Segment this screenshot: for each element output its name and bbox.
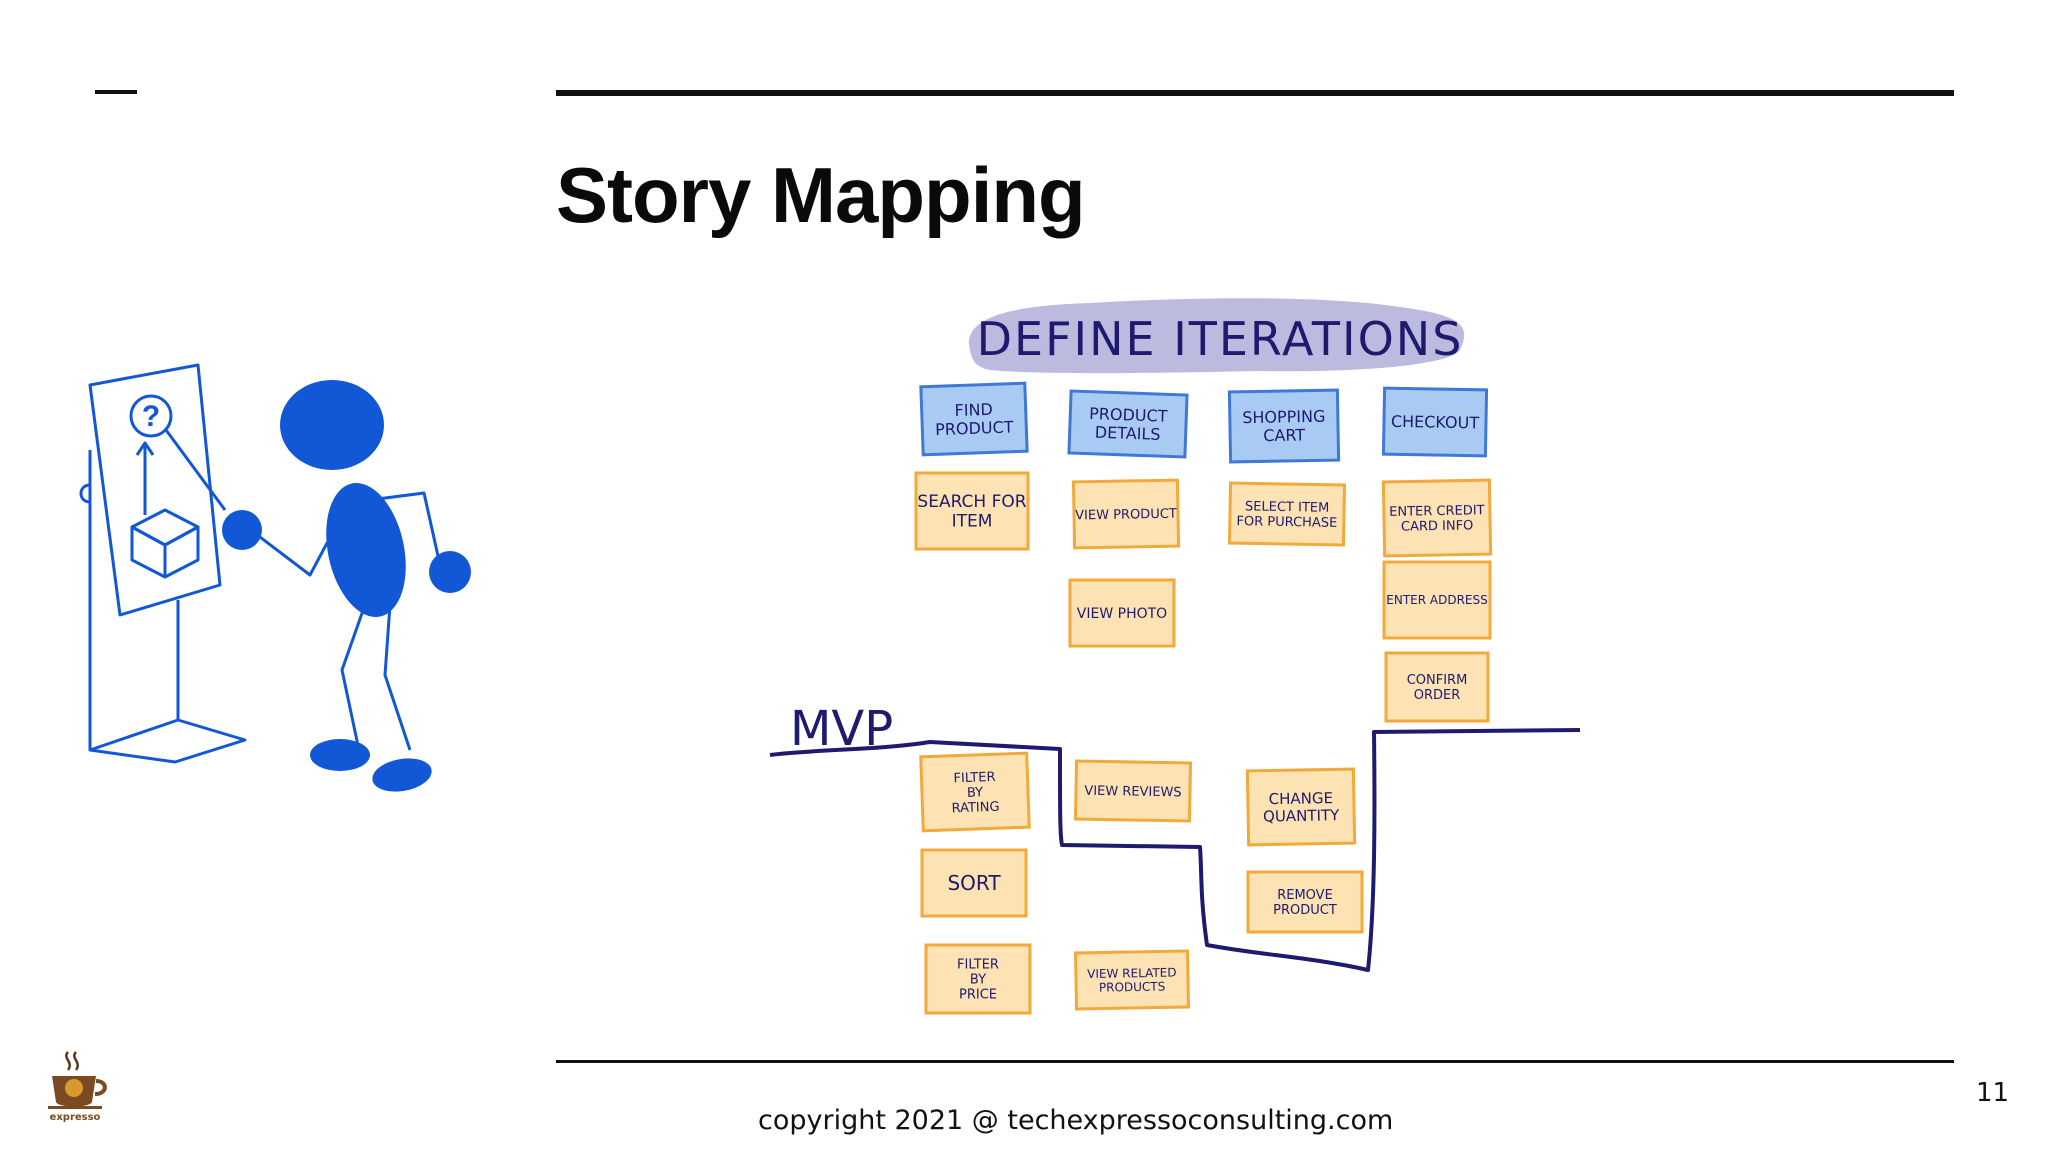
card-text: SORT <box>947 871 1001 895</box>
story-card: ENTER ADDRESS <box>1382 560 1492 640</box>
story-card: VIEW REVIEWS <box>1073 759 1193 823</box>
card-text: REMOVE <box>1277 888 1333 903</box>
activity-card: CHECKOUT <box>1381 386 1489 458</box>
card-text: CHECKOUT <box>1391 412 1480 433</box>
card-text: SELECT ITEM <box>1245 499 1330 515</box>
card-text: SHOPPING <box>1242 407 1325 427</box>
card-text: ENTER ADDRESS <box>1386 593 1487 607</box>
question-mark: ? <box>142 400 160 433</box>
copyright-text: copyright 2021 @ techexpressoconsulting.… <box>758 1105 1394 1136</box>
top-rule <box>556 90 1954 96</box>
story-map: DEFINE ITERATIONS FINDPRODUCTPRODUCTDETA… <box>769 298 1581 1015</box>
story-card: SORT <box>920 848 1028 918</box>
card-text: VIEW REVIEWS <box>1084 784 1181 801</box>
card-text: VIEW RELATED <box>1087 966 1177 982</box>
card-text: ITEM <box>952 512 993 532</box>
card-text: FILTER <box>953 770 995 786</box>
card-text: BY <box>967 785 984 801</box>
card-text: CART <box>1263 425 1305 445</box>
easel-board <box>88 363 222 617</box>
corner-dash <box>95 90 137 94</box>
card-text: FOR PURCHASE <box>1236 514 1337 531</box>
card-text: PRODUCTS <box>1099 980 1166 995</box>
svg-text:expresso: expresso <box>50 1112 101 1123</box>
mvp-line <box>769 728 1581 972</box>
card-text: VIEW PHOTO <box>1077 606 1167 622</box>
card-text: VIEW PRODUCT <box>1075 507 1177 524</box>
card-text: QUANTITY <box>1263 806 1340 825</box>
card-text: ORDER <box>1414 688 1461 703</box>
card-text: PRODUCT <box>1089 404 1168 426</box>
card-text: PRICE <box>959 988 997 1003</box>
header-highlight <box>968 298 1465 374</box>
expresso-logo: expresso <box>48 1051 107 1123</box>
card-text: FIND <box>954 400 993 420</box>
header-text: DEFINE ITERATIONS <box>977 312 1464 366</box>
card-text: FILTER <box>957 958 999 973</box>
card-text: CHANGE <box>1269 789 1334 808</box>
card-text: BY <box>970 973 986 988</box>
card-text: ENTER CREDIT <box>1389 503 1485 520</box>
card-text: DETAILS <box>1095 423 1161 444</box>
page-number: 11 <box>1976 1078 2010 1108</box>
story-card: VIEW PHOTO <box>1068 578 1176 648</box>
card-text: PRODUCT <box>1273 903 1337 918</box>
story-card: VIEW PRODUCT <box>1071 478 1181 550</box>
card-text: CONFIRM <box>1407 673 1468 688</box>
bottom-rule <box>556 1060 1954 1063</box>
card-text: CARD INFO <box>1401 518 1474 534</box>
card-text: PRODUCT <box>935 417 1014 439</box>
card-text: SEARCH FOR <box>917 492 1026 512</box>
stick-figure-illustration: ? <box>79 363 471 792</box>
slide-title: Story Mapping <box>556 151 1086 239</box>
card-text: RATING <box>951 800 999 817</box>
